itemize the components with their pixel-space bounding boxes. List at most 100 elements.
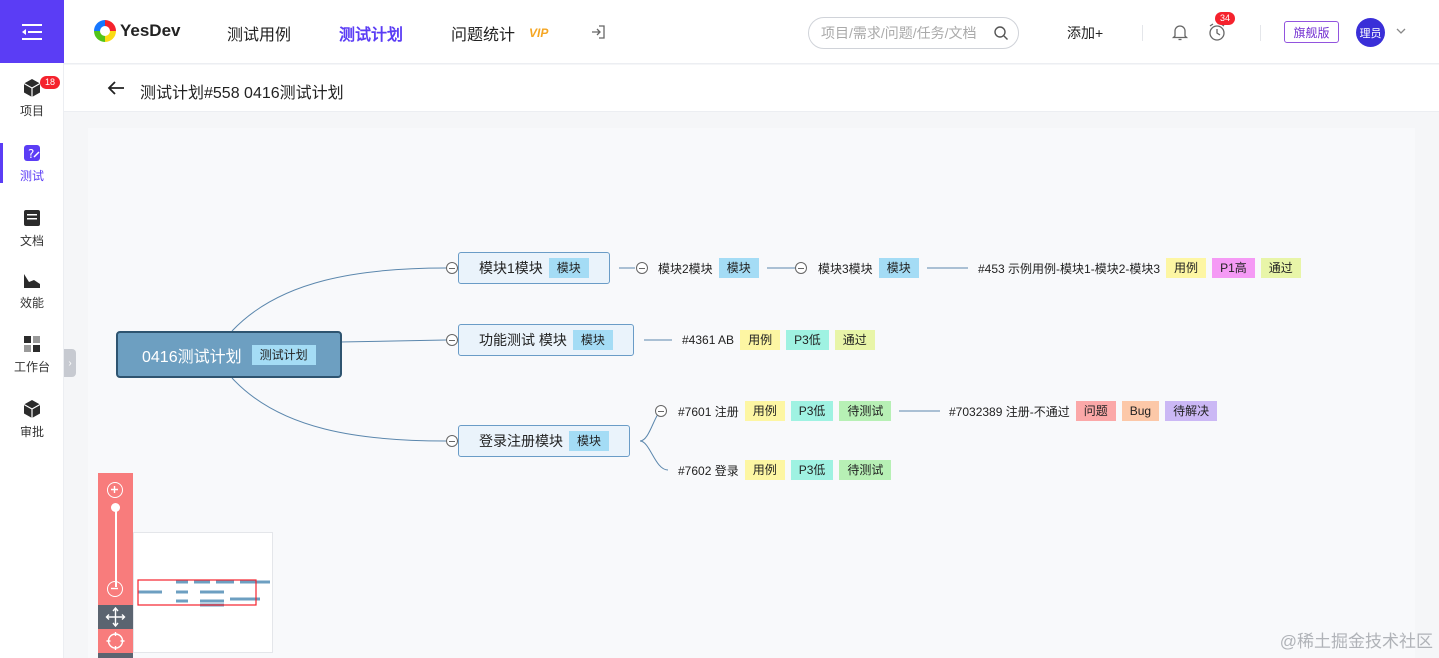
node-title: 功能测试 模块 [479, 332, 567, 348]
sidebar-item-label: 效能 [19, 296, 44, 310]
sidebar-item-label: 文档 [19, 234, 44, 248]
zoom-out-button[interactable] [107, 581, 123, 597]
status-tag: 待解决 [1165, 401, 1218, 421]
chart-icon [21, 269, 43, 291]
mindmap-root-node[interactable]: 0416测试计划 测试计划 [116, 331, 342, 378]
search-box[interactable] [808, 17, 1019, 49]
mindmap-node-module1[interactable]: 模块1模块 模块 [458, 252, 610, 284]
node-tag: 模块 [718, 258, 759, 278]
vip-badge: VIP [529, 26, 549, 40]
nav-test-plans[interactable]: 测试计划 [339, 27, 404, 44]
sidebar-item-efficiency[interactable]: 效能 [0, 262, 64, 318]
project-count-badge: 18 [40, 76, 61, 89]
mindmap-canvas[interactable] [88, 128, 1415, 658]
minus-icon [111, 587, 118, 590]
type-tag: 问题 [1075, 401, 1116, 421]
minimap[interactable] [133, 532, 273, 653]
cube-icon [21, 77, 43, 99]
back-arrow-icon[interactable] [106, 79, 126, 97]
status-tag: 通过 [1260, 258, 1301, 278]
search-icon[interactable] [993, 25, 1009, 41]
user-avatar[interactable]: 理员 [1356, 18, 1385, 47]
mindmap-node-case-453[interactable]: #453 示例用例-模块1-模块2-模块3 用例 P1高 通过 [978, 258, 1301, 278]
grid-icon [21, 333, 43, 355]
node-tag: 测试计划 [251, 344, 316, 365]
svg-text:?: ? [28, 147, 34, 161]
zoom-in-button[interactable] [107, 482, 123, 498]
mindmap-node-case-4361[interactable]: #4361 AB 用例 P3低 通过 [682, 330, 875, 350]
sidebar-item-docs[interactable]: 文档 [0, 200, 64, 256]
page-title: 测试计划#558 0416测试计划 [140, 85, 344, 102]
collapse-toggle[interactable] [795, 262, 807, 274]
move-icon [105, 606, 126, 628]
sidebar-item-label: 测试 [19, 169, 44, 183]
footer-watermark: @稀土掘金技术社区 [1279, 632, 1433, 651]
sidebar-item-label: 工作台 [13, 360, 50, 374]
collapse-toggle[interactable] [636, 262, 648, 274]
mindmap-node-issue-7032389[interactable]: #7032389 注册-不通过 问题 Bug 待解决 [949, 401, 1218, 421]
document-icon [21, 207, 43, 229]
collapse-toggle[interactable] [655, 405, 667, 417]
zoom-slider-track[interactable] [115, 505, 117, 587]
search-input[interactable] [821, 24, 991, 42]
sidebar-item-test[interactable]: ? 测试 [0, 135, 64, 191]
logout-icon[interactable] [590, 24, 606, 40]
divider [1260, 25, 1261, 41]
add-button[interactable]: 添加+ [1067, 25, 1104, 41]
node-title: #453 示例用例-模块1-模块2-模块3 [978, 261, 1161, 276]
sidebar-item-project[interactable]: 项目 18 [0, 70, 64, 126]
sidebar-item-workbench[interactable]: 工作台 [0, 326, 64, 382]
top-header: YesDev 测试用例 测试计划 问题统计 VIP 添加+ 34 旗舰版 理员 [64, 0, 1439, 64]
alarm-clock-icon[interactable] [1207, 22, 1227, 42]
node-tag: 模块 [878, 258, 919, 278]
logo-text: YesDev [120, 21, 181, 40]
cube-icon [21, 398, 43, 420]
priority-tag: P3低 [790, 460, 834, 480]
type-tag: 用例 [744, 460, 785, 480]
sidebar-item-approval[interactable]: 审批 [0, 391, 64, 447]
chevron-down-icon[interactable] [1395, 25, 1407, 37]
collapse-toggle[interactable] [446, 262, 458, 274]
mindmap-node-module3[interactable]: 模块3模块 模块 [818, 258, 919, 278]
mindmap-node-case-7602[interactable]: #7602 登录 用例 P3低 待测试 [678, 460, 892, 480]
divider [1142, 25, 1143, 41]
node-title: 模块1模块 [479, 260, 543, 276]
collapse-toggle[interactable] [446, 435, 458, 447]
bell-icon[interactable] [1170, 22, 1190, 42]
status-tag: 待测试 [839, 401, 892, 421]
sidebar-collapse-handle[interactable]: › [64, 349, 76, 377]
priority-tag: P3低 [790, 401, 834, 421]
menu-toggle-button[interactable] [0, 0, 64, 63]
node-tag: 模块 [569, 431, 610, 451]
category-tag: Bug [1121, 401, 1160, 421]
status-tag: 通过 [834, 330, 875, 350]
mindmap-node-function-test[interactable]: 功能测试 模块 模块 [458, 324, 634, 356]
mindmap-node-case-7601[interactable]: #7601 注册 用例 P3低 待测试 [678, 401, 892, 421]
collapse-toggle[interactable] [446, 334, 458, 346]
nav-issue-stats[interactable]: 问题统计 [451, 27, 516, 44]
chevron-right-icon: › [68, 357, 72, 369]
mindmap-node-module2[interactable]: 模块2模块 模块 [658, 258, 759, 278]
sidebar-item-label: 审批 [19, 425, 44, 439]
logo[interactable]: YesDev [94, 20, 181, 42]
node-tag: 模块 [548, 258, 589, 278]
nav-test-cases[interactable]: 测试用例 [227, 27, 292, 44]
zoom-slider-handle[interactable] [111, 503, 120, 512]
mindmap-node-login-register[interactable]: 登录注册模块 模块 [458, 425, 631, 457]
center-button[interactable] [98, 629, 133, 653]
sidebar-item-label: 项目 [19, 104, 44, 118]
logo-icon [94, 20, 116, 42]
type-tag: 用例 [744, 401, 785, 421]
node-title: 模块3模块 [818, 261, 873, 276]
zoom-control-panel [98, 473, 133, 658]
node-title: 模块2模块 [658, 261, 713, 276]
sidebar: 项目 18 ? 测试 文档 效能 工作台 审批 [0, 0, 64, 658]
test-icon: ? [21, 142, 43, 164]
pan-button[interactable] [98, 605, 133, 629]
page-header: 测试计划#558 0416测试计划 [64, 65, 1439, 112]
node-title: #7602 登录 [678, 463, 739, 478]
minimap-preview [137, 579, 270, 607]
type-tag: 用例 [740, 330, 781, 350]
node-title: 登录注册模块 [479, 433, 563, 449]
edition-badge[interactable]: 旗舰版 [1284, 21, 1339, 43]
